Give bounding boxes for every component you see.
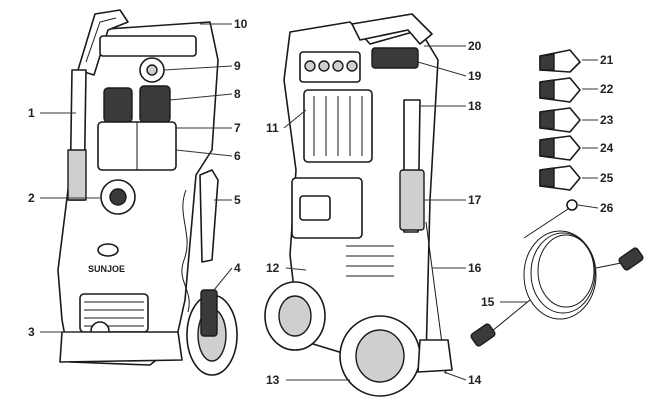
nozzle-holder-right <box>139 85 171 123</box>
callout-2: 2 <box>28 191 35 205</box>
nozzle-22 <box>539 77 581 103</box>
callout-23: 23 <box>600 113 614 127</box>
quick-connect-nozzles <box>539 49 581 191</box>
front-view-unit: SUNJOE <box>57 9 238 376</box>
nozzle-23 <box>539 107 581 133</box>
rear-handle <box>351 13 433 45</box>
callout-20: 20 <box>468 39 482 53</box>
callout-11: 11 <box>266 121 279 135</box>
callout-18: 18 <box>468 99 482 113</box>
tube-sleeve <box>399 169 425 231</box>
callout-4: 4 <box>234 261 241 275</box>
nozzle-cleaning-tool <box>523 199 578 239</box>
rear-view-unit <box>264 13 453 397</box>
callout-25: 25 <box>600 171 614 185</box>
front-base <box>59 331 183 363</box>
nozzle-21 <box>539 49 581 73</box>
callout-7: 7 <box>234 121 241 135</box>
callout-13: 13 <box>266 373 280 387</box>
hose-fitting-left <box>470 323 496 347</box>
nozzle-25 <box>539 165 581 191</box>
nozzle-24 <box>539 135 581 161</box>
callout-6: 6 <box>234 149 241 163</box>
high-pressure-hose <box>470 230 644 347</box>
rear-grille <box>303 89 373 163</box>
cord-hook <box>199 169 219 263</box>
brand-logo-mark <box>97 243 119 257</box>
nozzle-holder-left <box>103 87 133 123</box>
callout-1: 1 <box>28 106 35 120</box>
callout-10: 10 <box>234 17 248 31</box>
callout-19: 19 <box>468 69 482 83</box>
callout-24: 24 <box>600 141 614 155</box>
vent-grille <box>79 293 149 333</box>
callout-14: 14 <box>468 373 482 387</box>
top-tray <box>99 35 197 57</box>
callout-21: 21 <box>600 53 614 67</box>
callout-12: 12 <box>266 261 280 275</box>
gun-holster <box>200 289 218 337</box>
callout-17: 17 <box>468 193 482 207</box>
tube-clip <box>67 149 87 201</box>
callout-3: 3 <box>28 325 35 339</box>
callout-5: 5 <box>234 193 241 207</box>
hose-fitting-right <box>618 247 644 271</box>
callout-9: 9 <box>234 59 241 73</box>
callout-22: 22 <box>600 82 614 96</box>
leader-lines <box>40 23 599 381</box>
callout-26: 26 <box>600 201 614 215</box>
callout-15: 15 <box>481 295 495 309</box>
callout-numbers: 1 2 3 4 5 6 7 8 9 10 11 12 13 14 15 16 1… <box>28 17 614 387</box>
accessory-slots <box>299 51 361 83</box>
callout-8: 8 <box>234 87 241 101</box>
callout-16: 16 <box>468 261 482 275</box>
hose-hook <box>371 47 419 69</box>
brand-name: SUNJOE <box>88 264 125 274</box>
rear-stand-foot <box>417 339 453 373</box>
